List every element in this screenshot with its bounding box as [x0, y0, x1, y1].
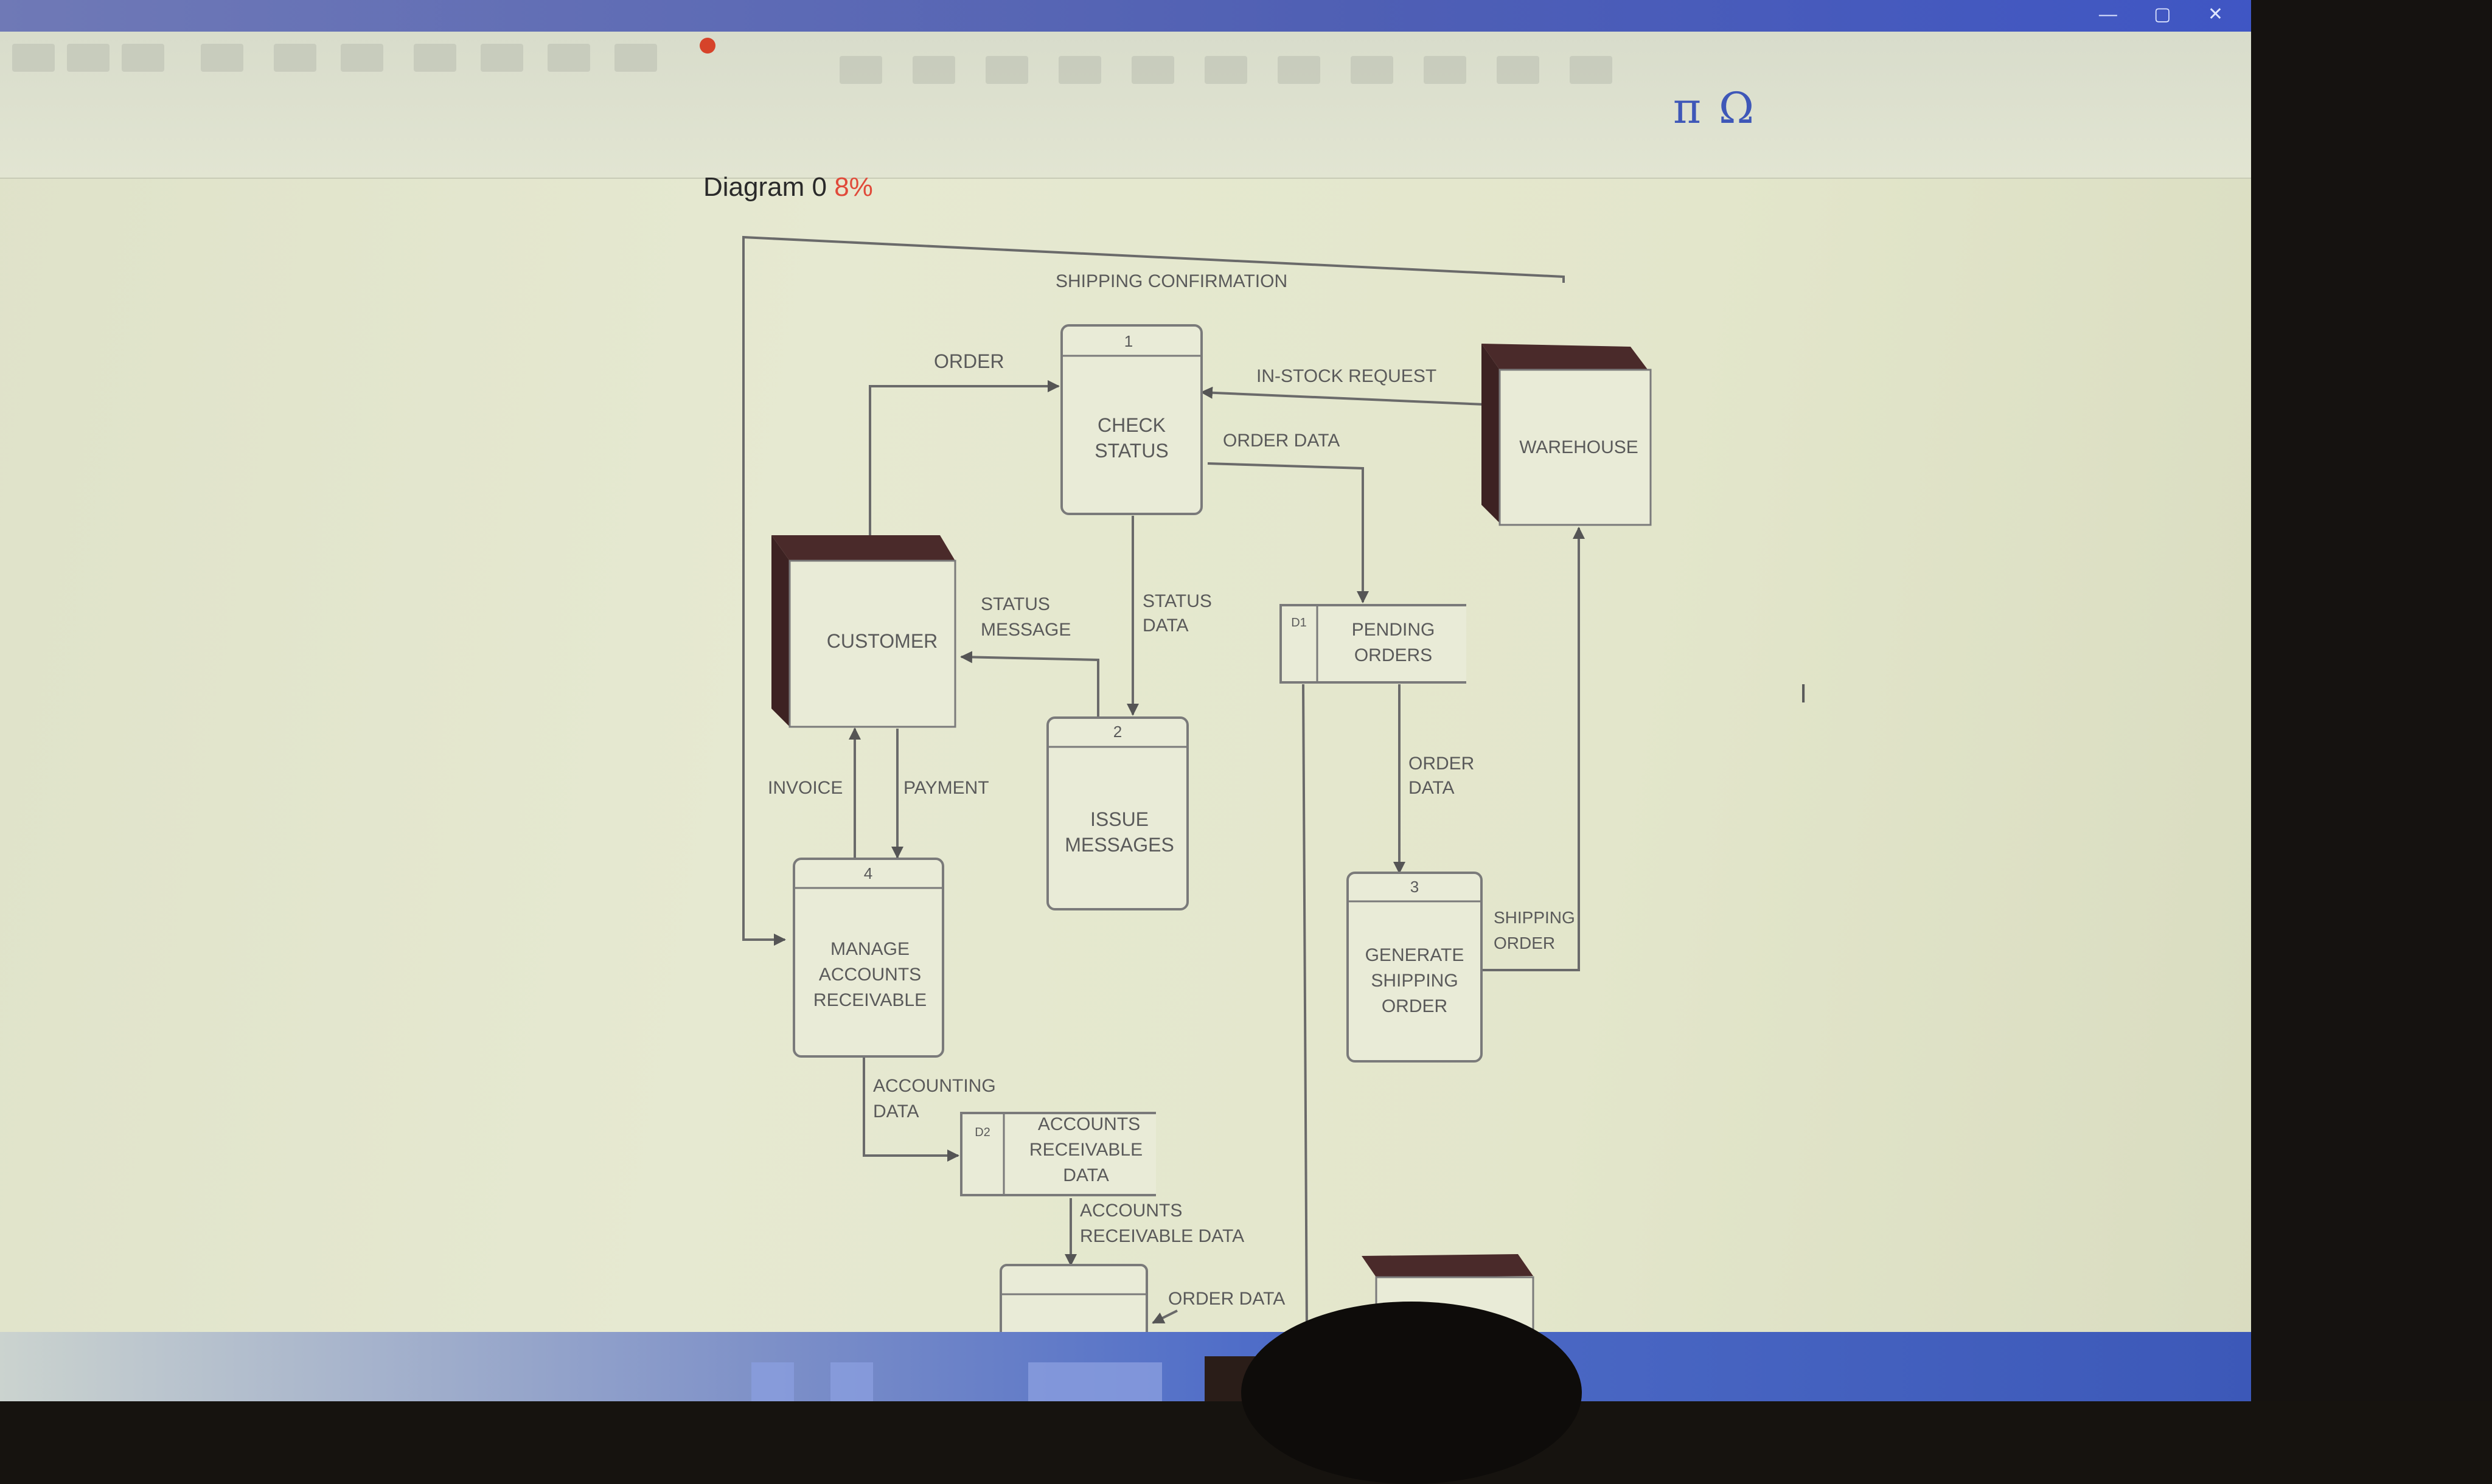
flow-label: STATUS: [1143, 591, 1212, 611]
entity-customer: CUSTOMER: [771, 535, 956, 728]
window-controls[interactable]: — ▢ ✕: [2098, 4, 2239, 24]
window-titlebar: — ▢ ✕: [0, 0, 2263, 32]
process-label: STATUS: [1095, 440, 1168, 462]
datastore-pending-orders: D1 PENDING ORDERS: [1279, 604, 1466, 684]
flow-label: DATA: [1143, 615, 1189, 636]
entity-label: WAREHOUSE: [1519, 437, 1638, 457]
flow-order-data-1: [1207, 462, 1369, 603]
ribbon-button[interactable]: [67, 44, 110, 72]
flow-status-message: [960, 651, 1099, 716]
projected-screen: — ▢ ✕ π Ω Diagram 0 8%: [0, 0, 2263, 1401]
entity-label: CUSTOMER: [827, 630, 938, 652]
process-label: MANAGE: [830, 939, 910, 959]
process-label: ACCOUNTS: [819, 965, 921, 985]
ribbon-button[interactable]: [548, 44, 590, 72]
process-label: ISSUE: [1090, 808, 1149, 830]
diagram-title: Diagram 0: [703, 172, 827, 202]
process-number: 3: [1410, 878, 1419, 896]
flow-label: IN-STOCK REQUEST: [1256, 366, 1436, 386]
ribbon-toolbar: π Ω: [0, 32, 2263, 179]
data-flow-diagram: 1 CHECK STATUS 2 ISSUE MESSAGES 3 GENERA…: [742, 235, 1807, 1364]
ribbon-button[interactable]: [481, 44, 523, 72]
process-number: 2: [1113, 723, 1122, 741]
ribbon-button[interactable]: [1570, 56, 1612, 84]
flow-accounting-data: [863, 1055, 959, 1162]
ribbon-button[interactable]: [1059, 56, 1101, 84]
flow-label: DATA: [1408, 778, 1455, 798]
flow-label: SHIPPING: [1494, 908, 1575, 927]
process-generate-shipping-order: 3 GENERATE SHIPPING ORDER: [1346, 872, 1483, 1063]
taskbar-app-icon[interactable]: [830, 1362, 873, 1401]
datastore-label: ACCOUNTS: [1038, 1114, 1140, 1134]
flow-in-stock-request: [1200, 386, 1485, 406]
datastore-label: ORDERS: [1354, 645, 1432, 665]
omega-icon[interactable]: Ω: [1719, 83, 1755, 133]
ribbon-button[interactable]: [614, 44, 657, 72]
page-title: Diagram 0 8%: [703, 172, 873, 203]
ribbon-button[interactable]: [341, 44, 383, 72]
process-number: 4: [864, 864, 872, 882]
ribbon-button[interactable]: [201, 44, 243, 72]
process-label: SHIPPING: [1371, 971, 1458, 991]
flow-label: INVOICE: [768, 778, 843, 798]
zoom-percentage: 8%: [834, 172, 873, 202]
taskbar-app-icon[interactable]: [751, 1362, 794, 1401]
flow-shipping-order: [1481, 527, 1585, 971]
record-icon[interactable]: [700, 38, 715, 54]
flow-label: SHIPPING CONFIRMATION: [1056, 271, 1287, 291]
process-label: ORDER: [1382, 996, 1447, 1016]
ribbon-button[interactable]: [1132, 56, 1174, 84]
ribbon-button[interactable]: [12, 44, 55, 72]
flow-label: ORDER: [1408, 754, 1474, 774]
flow-order: [869, 380, 1060, 535]
projection-border: [2251, 0, 2492, 1401]
flow-label: ORDER: [1494, 934, 1555, 952]
flow-label: ACCOUNTING: [873, 1076, 996, 1096]
ribbon-button[interactable]: [840, 56, 882, 84]
flow-label: DATA: [873, 1101, 919, 1122]
ribbon-button[interactable]: [1351, 56, 1393, 84]
flow-label: PAYMENT: [903, 778, 989, 798]
ribbon-button[interactable]: [913, 56, 955, 84]
flow-label: STATUS: [981, 594, 1050, 614]
audience-head-silhouette: [1241, 1302, 1582, 1484]
entity-warehouse: WAREHOUSE: [1481, 344, 1652, 526]
flow-order-data-3-line: [1302, 684, 1308, 1333]
ribbon-button[interactable]: [122, 44, 164, 72]
process-label: GENERATE: [1365, 945, 1464, 965]
datastore-id: D1: [1291, 616, 1307, 629]
ribbon-button[interactable]: [414, 44, 456, 72]
ribbon-button[interactable]: [274, 44, 316, 72]
datastore-accounts-receivable-data: D2 ACCOUNTS RECEIVABLE DATA: [960, 1112, 1156, 1196]
flow-label: ACCOUNTS: [1080, 1201, 1182, 1221]
ribbon-button[interactable]: [1205, 56, 1247, 84]
flow-label: ORDER: [934, 350, 1004, 372]
flow-shipping-confirmation: [742, 235, 1565, 946]
flow-label: MESSAGE: [981, 620, 1071, 640]
ribbon-button[interactable]: [1424, 56, 1466, 84]
flow-order-data-3: [1152, 1309, 1178, 1324]
taskbar-app-active[interactable]: [1028, 1362, 1162, 1401]
datastore-id: D2: [975, 1126, 990, 1139]
pi-icon[interactable]: π: [1673, 83, 1702, 133]
datastore-label: RECEIVABLE: [1029, 1140, 1143, 1160]
text-cursor-icon: I: [1800, 679, 1807, 709]
process-label: MESSAGES: [1065, 834, 1174, 856]
ribbon-button[interactable]: [1497, 56, 1539, 84]
datastore-label: PENDING: [1352, 620, 1435, 640]
ribbon-button[interactable]: [986, 56, 1028, 84]
process-manage-accounts-receivable: 4 MANAGE ACCOUNTS RECEIVABLE: [793, 858, 944, 1058]
process-label: CHECK: [1098, 414, 1166, 436]
process-number: 1: [1124, 332, 1133, 350]
flow-label: RECEIVABLE DATA: [1080, 1226, 1244, 1246]
flow-label: ORDER DATA: [1168, 1289, 1285, 1309]
process-label: RECEIVABLE: [813, 990, 927, 1010]
datastore-label: DATA: [1063, 1165, 1109, 1185]
process-issue-messages: 2 ISSUE MESSAGES: [1046, 716, 1189, 910]
ribbon-button[interactable]: [1278, 56, 1320, 84]
flow-label: ORDER DATA: [1223, 431, 1340, 451]
process-check-status: 1 CHECK STATUS: [1060, 324, 1203, 515]
